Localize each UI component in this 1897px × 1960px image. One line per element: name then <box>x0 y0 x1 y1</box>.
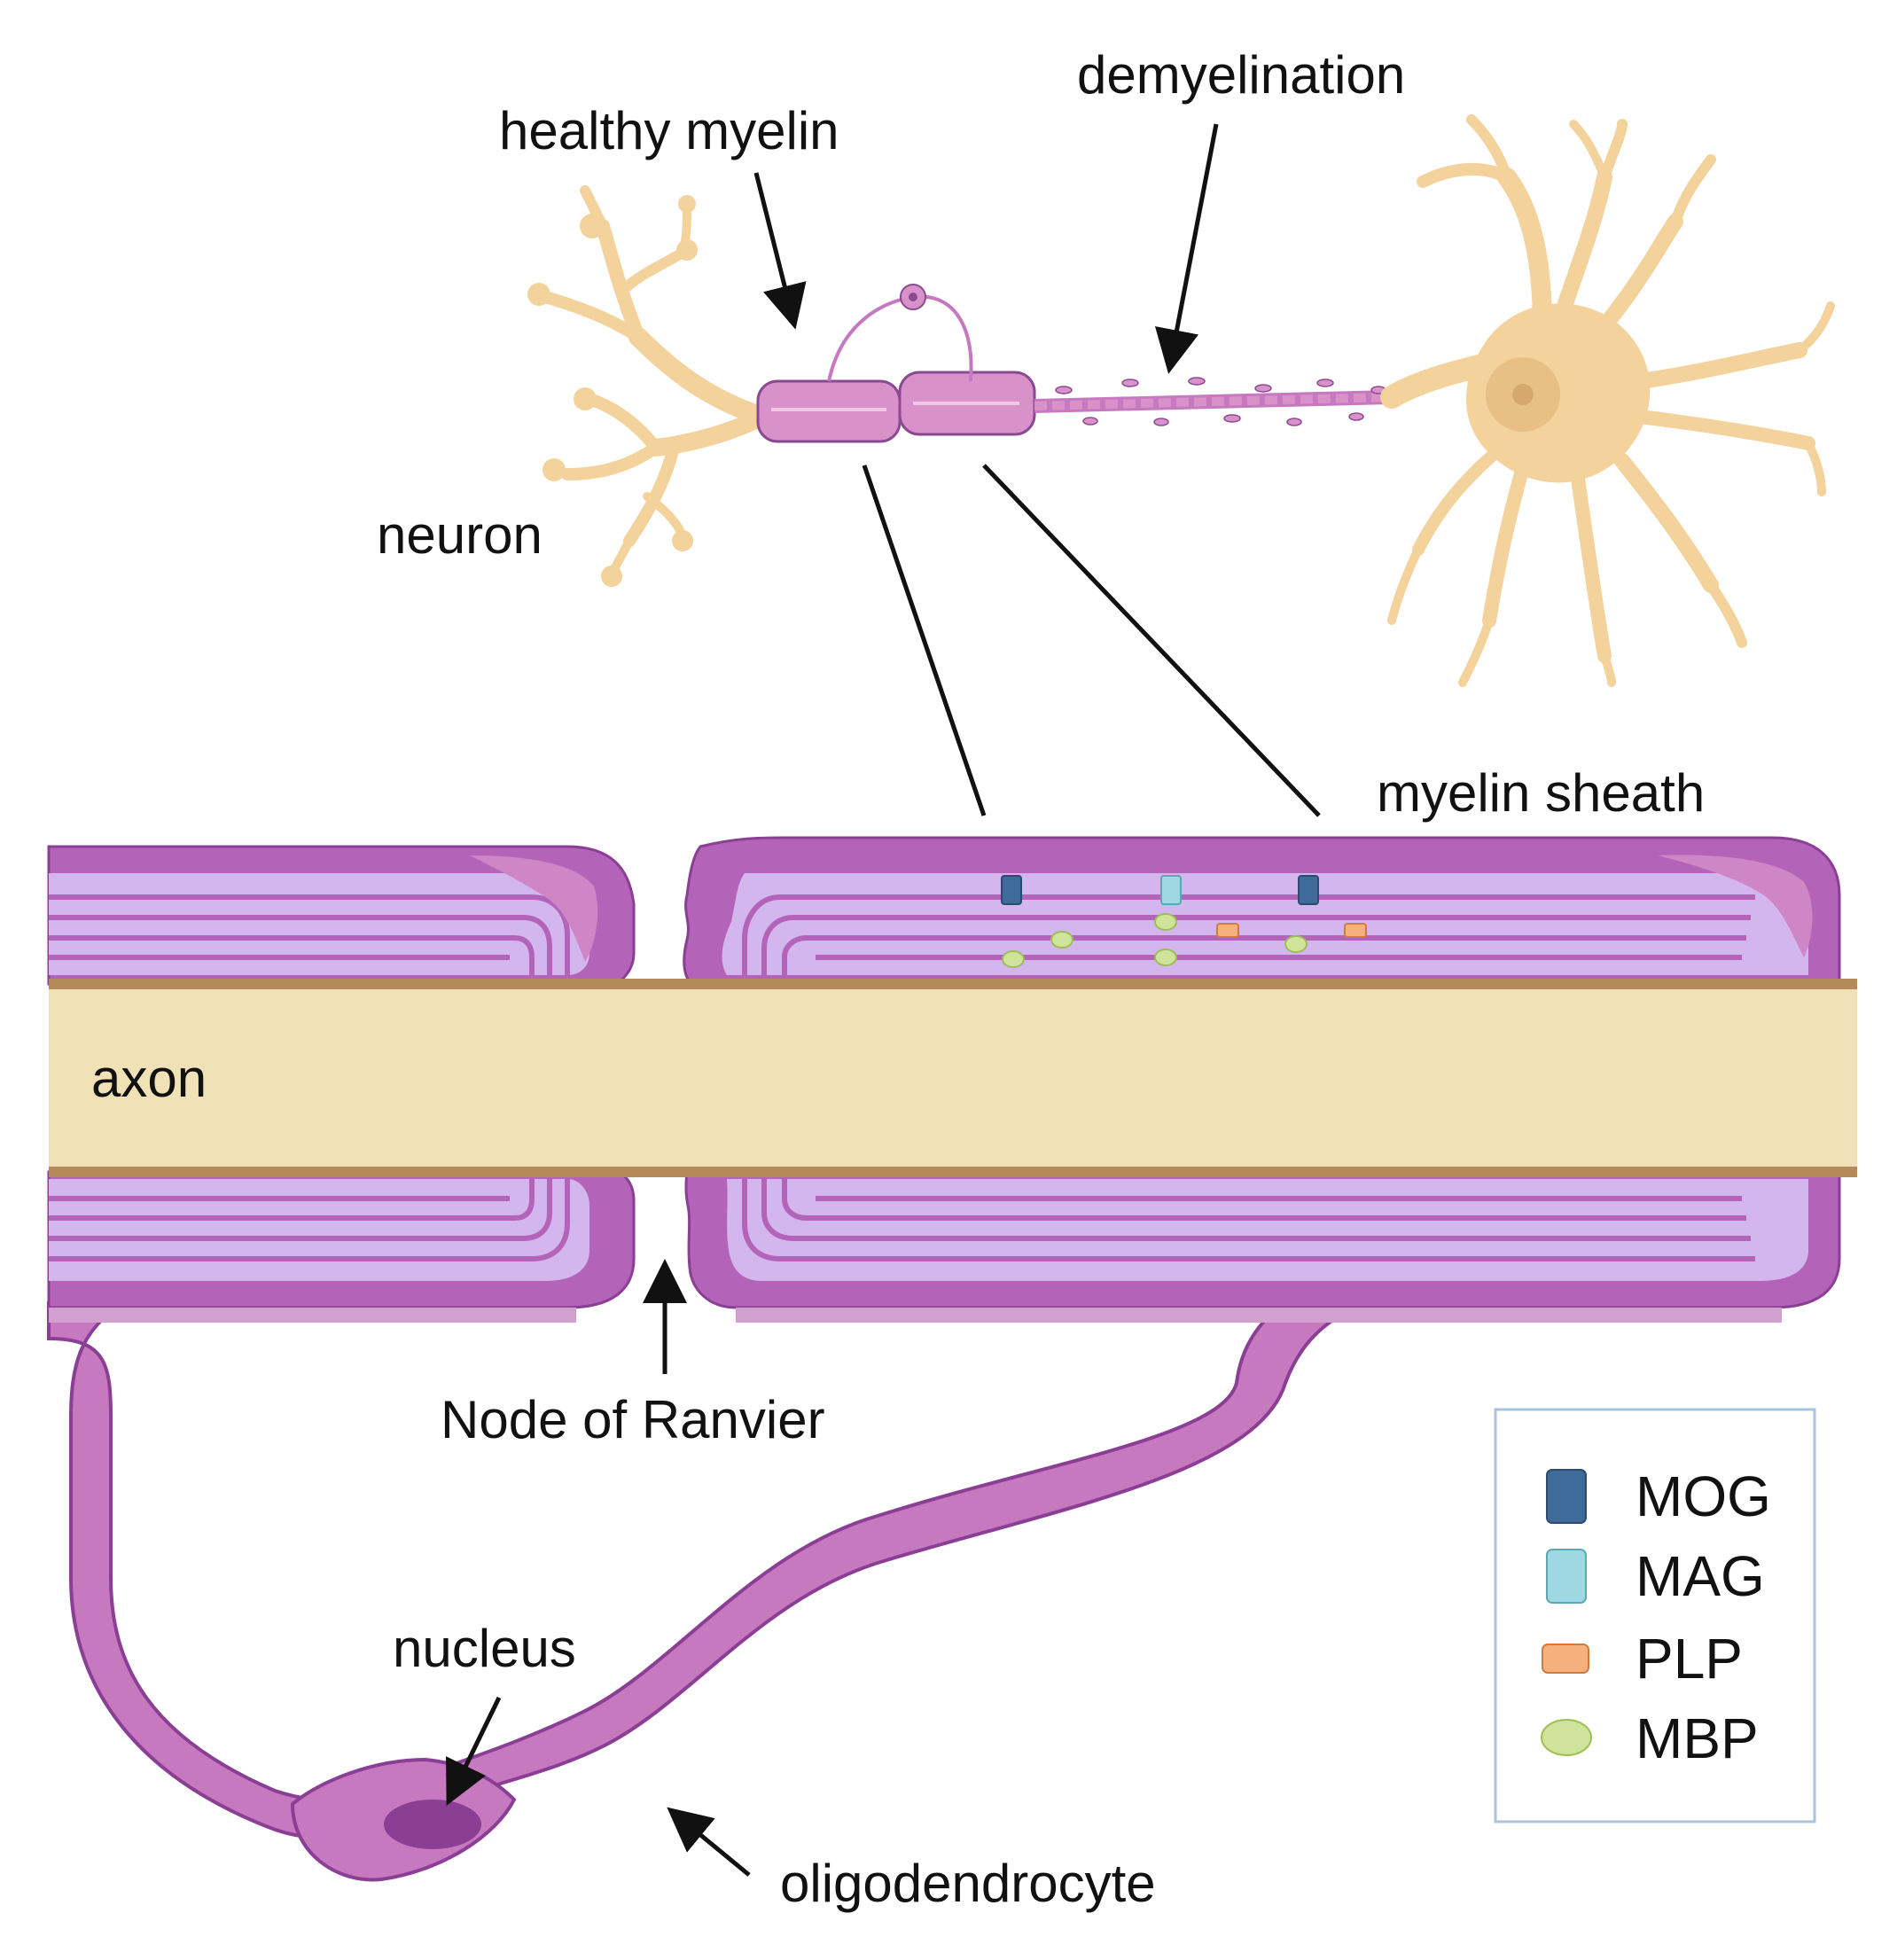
neuron-label: neuron <box>377 505 543 565</box>
mbp-swatch <box>1541 1719 1592 1756</box>
axon-label: axon <box>91 1049 207 1108</box>
nucleus-shape <box>384 1800 481 1849</box>
healthy-myelin-label: healthy myelin <box>499 101 839 160</box>
healthy-myelin-segments <box>756 284 1036 443</box>
demyelination-arrow <box>1154 123 1219 374</box>
healthy-myelin-arrow <box>753 172 807 330</box>
legend-item-mbp: MBP <box>1635 1706 1759 1770</box>
myelin-sheath-label: myelin sheath <box>1377 763 1705 823</box>
oligodendrocyte-arrow <box>667 1807 751 1877</box>
myelin-sheath-section <box>47 836 1857 1882</box>
oligodendrocyte-process <box>47 1301 1366 1839</box>
legend: MOG MAG PLP MBP <box>1494 1408 1816 1823</box>
legend-item-mag: MAG <box>1635 1544 1765 1608</box>
mog-swatch <box>1546 1469 1587 1524</box>
mag-swatch <box>1546 1549 1587 1604</box>
zoom-line-right <box>982 464 1321 817</box>
nucleus-label: nucleus <box>393 1619 576 1678</box>
axon-shape <box>49 984 1857 1172</box>
demyelination-label: demyelination <box>1077 45 1405 105</box>
protein-markers <box>1001 875 1367 968</box>
node-of-ranvier-label: Node of Ranvier <box>441 1390 825 1449</box>
neuron-illustration <box>527 114 1835 687</box>
plp-swatch <box>1542 1644 1589 1674</box>
legend-item-mog: MOG <box>1635 1464 1771 1528</box>
demyelinated-axon <box>1034 377 1393 426</box>
oligodendrocyte-label: oligodendrocyte <box>780 1854 1156 1913</box>
nucleus-arrow <box>446 1696 502 1806</box>
legend-item-plp: PLP <box>1635 1627 1743 1691</box>
zoom-line-left <box>862 465 987 816</box>
